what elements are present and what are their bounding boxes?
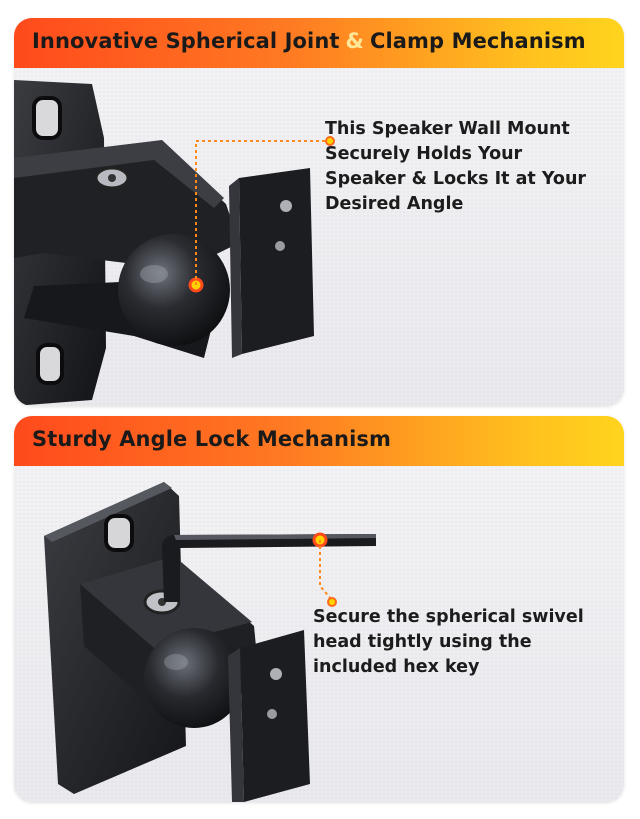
- spherical-joint-mount-illustration: [14, 80, 335, 406]
- callout-caption: This Speaker Wall Mount Securely Holds Y…: [325, 117, 610, 217]
- caption-line: Securely Holds Your: [325, 144, 523, 164]
- caption-line: This Speaker Wall Mount: [325, 119, 570, 139]
- title-part-2: Clamp Mechanism: [369, 29, 586, 53]
- callout-caption: Secure the spherical swivel head tightly…: [313, 605, 613, 680]
- section-banner: Sturdy Angle Lock Mechanism: [14, 416, 624, 466]
- caption-line: Desired Angle: [325, 194, 464, 214]
- feature-panel-angle-lock: Sturdy Angle Lock Mechanism: [14, 416, 624, 802]
- angle-lock-mount-illustration: [44, 482, 376, 802]
- feature-panel-spherical-joint: Innovative Spherical Joint&Clamp Mechani…: [14, 18, 624, 406]
- caption-line: included hex key: [313, 657, 480, 677]
- section-title: Sturdy Angle Lock Mechanism: [32, 427, 391, 451]
- title-ampersand: &: [345, 29, 364, 53]
- section-banner: Innovative Spherical Joint&Clamp Mechani…: [14, 18, 624, 68]
- title-part-1: Innovative Spherical Joint: [32, 29, 340, 53]
- caption-line: head tightly using the: [313, 632, 532, 652]
- caption-line: Secure the spherical swivel: [313, 607, 584, 627]
- caption-line: Speaker & Locks It at Your: [325, 169, 587, 189]
- section-title: Innovative Spherical Joint&Clamp Mechani…: [32, 29, 586, 53]
